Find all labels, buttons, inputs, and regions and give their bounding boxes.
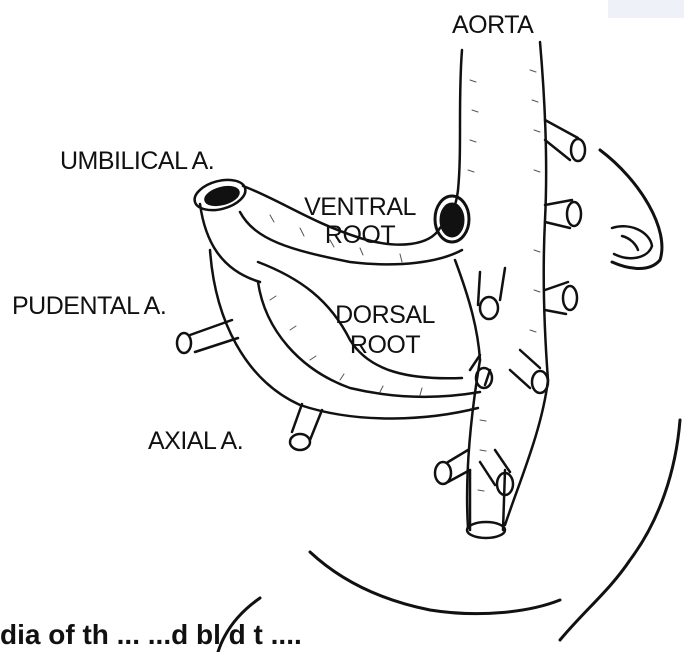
ventral-root-opening — [435, 196, 469, 242]
segmental-branches — [435, 120, 585, 495]
dorsal-root-label-line1: DORSAL — [315, 302, 455, 328]
figure-caption: dia of th ... ...d bl d t .... — [0, 618, 684, 652]
dorsal-root-label-line2: ROOT — [315, 332, 455, 358]
aorta-end — [467, 470, 505, 538]
ventral-root-label-line1: VENTRAL — [290, 194, 430, 220]
pudental-artery — [177, 320, 238, 353]
axial-artery-label: AXIAL A. — [148, 428, 243, 454]
vessel-hatching — [270, 70, 540, 491]
side-lobe — [612, 226, 652, 258]
aorta-trunk — [440, 42, 548, 528]
aorta-label: AORTA — [452, 12, 533, 38]
umbilical-artery-label: UMBILICAL A. — [60, 148, 214, 174]
ventral-root-label-line2: ROOT — [290, 222, 430, 248]
pudental-artery-label: PUDENTAL A. — [12, 293, 166, 319]
